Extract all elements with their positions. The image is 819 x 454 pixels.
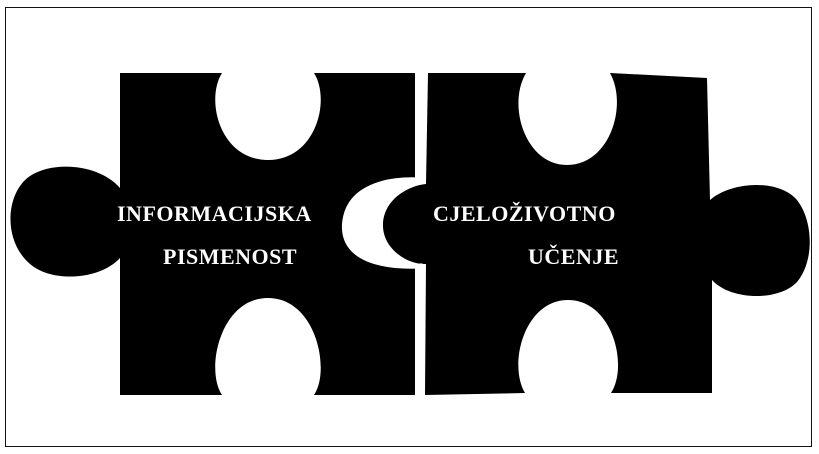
right-puzzle-piece bbox=[382, 73, 810, 395]
left-puzzle-piece bbox=[10, 73, 415, 395]
joint-outline bbox=[342, 73, 423, 395]
left-piece-line2: PISMENOST bbox=[163, 244, 298, 269]
right-piece-line1: CJELOŽIVOTNO bbox=[433, 201, 616, 226]
left-piece-line1: INFORMACIJSKA bbox=[117, 201, 312, 226]
right-piece-line2: UČENJE bbox=[528, 244, 620, 269]
